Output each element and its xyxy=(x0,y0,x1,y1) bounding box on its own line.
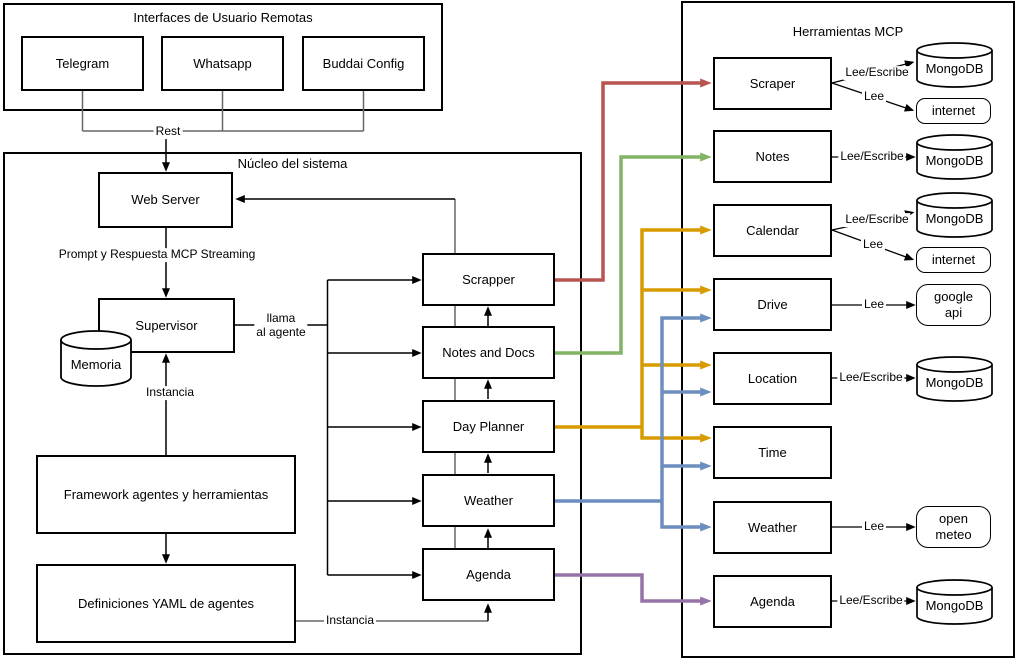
store-mongodb-agenda: MongoDB xyxy=(916,579,993,625)
box-telegram: Telegram xyxy=(21,36,144,91)
store-label-line1: google xyxy=(933,289,974,305)
wire-dayplanner-to-calendar xyxy=(640,225,712,427)
wire-weather-to-drive xyxy=(660,313,712,501)
store-label-line2: meteo xyxy=(935,527,972,542)
box-framework: Framework agentes y herramientas xyxy=(36,455,296,534)
store-label: MongoDB xyxy=(925,598,984,613)
mcp-tool-notes: Notes xyxy=(713,130,832,183)
edge-label-location-rw: Lee/Escribe xyxy=(837,370,905,385)
mcp-tool-scraper: Scraper xyxy=(713,57,832,110)
mcp-tool-calendar: Calendar xyxy=(713,204,832,257)
box-supervisor: Supervisor xyxy=(98,298,235,353)
panel-mcp-tools xyxy=(681,1,1015,658)
edge-label-instancia-supervisor: Instancia xyxy=(143,385,197,400)
box-buddai-config: Buddai Config xyxy=(302,36,425,91)
wire-weather-to-weather xyxy=(660,501,712,532)
store-label: MongoDB xyxy=(925,153,984,168)
wire-notes-to-notes xyxy=(555,152,712,355)
store-mongodb-scraper: MongoDB xyxy=(916,42,993,88)
mcp-tool-agenda: Agenda xyxy=(713,575,832,628)
store-label-line1: open xyxy=(939,511,968,527)
mcp-tool-time: Time xyxy=(713,426,832,479)
box-web-server: Web Server xyxy=(98,172,233,228)
edge-label-call-agent-line2: al agente xyxy=(256,325,306,339)
panel-mcp-title: Herramientas MCP xyxy=(792,24,904,39)
edge-label-call-agent-line1: llama xyxy=(266,311,296,326)
edge-label-call-agent: llama al agente xyxy=(254,311,308,340)
store-label: MongoDB xyxy=(925,211,984,226)
store-label: MongoDB xyxy=(925,375,984,390)
box-yaml-definitions: Definiciones YAML de agentes xyxy=(36,564,296,643)
store-mongodb-location: MongoDB xyxy=(916,356,993,402)
edge-label-agenda-rw: Lee/Escribe xyxy=(837,593,905,608)
edge-label-calendar-r: Lee xyxy=(860,237,886,252)
edge-label-drive-r: Lee xyxy=(861,297,887,312)
cylinder-memoria: Memoria xyxy=(60,330,132,388)
box-whatsapp: Whatsapp xyxy=(161,36,284,91)
store-mongodb-notes: MongoDB xyxy=(916,134,993,180)
store-label-line2: api xyxy=(944,305,963,320)
agent-box-notes-and-docs: Notes and Docs xyxy=(422,326,555,379)
memoria-cylinder-shape xyxy=(60,330,132,387)
edge-label-instancia-agenda: Instancia xyxy=(323,613,377,628)
agent-box-agenda: Agenda xyxy=(422,548,555,601)
mcp-tool-weather: Weather xyxy=(713,501,832,554)
agent-box-day-planner: Day Planner xyxy=(422,400,555,453)
edge-label-scraper-rw: Lee/Escribe xyxy=(843,65,911,80)
panel-core-title: Núcleo del sistema xyxy=(237,156,348,171)
edge-label-weather-r: Lee xyxy=(861,519,887,534)
edge-label-rest: Rest xyxy=(153,124,183,139)
wire-scrapper-to-scraper xyxy=(555,78,712,282)
edge-label-prompt-stream: Prompt y Respuesta MCP Streaming xyxy=(56,247,258,262)
mcp-tool-location: Location xyxy=(713,352,832,405)
panel-remote-ui-title: Interfaces de Usuario Remotas xyxy=(133,10,313,25)
memoria-label: Memoria xyxy=(70,357,122,372)
panel-core xyxy=(3,152,582,655)
store-label: MongoDB xyxy=(925,61,984,76)
edge-label-calendar-rw: Lee/Escribe xyxy=(843,212,911,227)
agent-box-scrapper: Scrapper xyxy=(422,253,555,306)
wire-agenda-to-agenda xyxy=(555,573,712,606)
store-internet-scraper: internet xyxy=(916,98,991,124)
store-internet-calendar: internet xyxy=(916,247,991,273)
store-mongodb-calendar: MongoDB xyxy=(916,192,993,238)
wire-dayplanner-to-time xyxy=(640,427,712,443)
agent-box-weather: Weather xyxy=(422,474,555,527)
edge-label-notes-rw: Lee/Escribe xyxy=(838,149,906,164)
mcp-tool-drive: Drive xyxy=(713,278,832,331)
edge-label-scraper-r: Lee xyxy=(861,89,887,104)
